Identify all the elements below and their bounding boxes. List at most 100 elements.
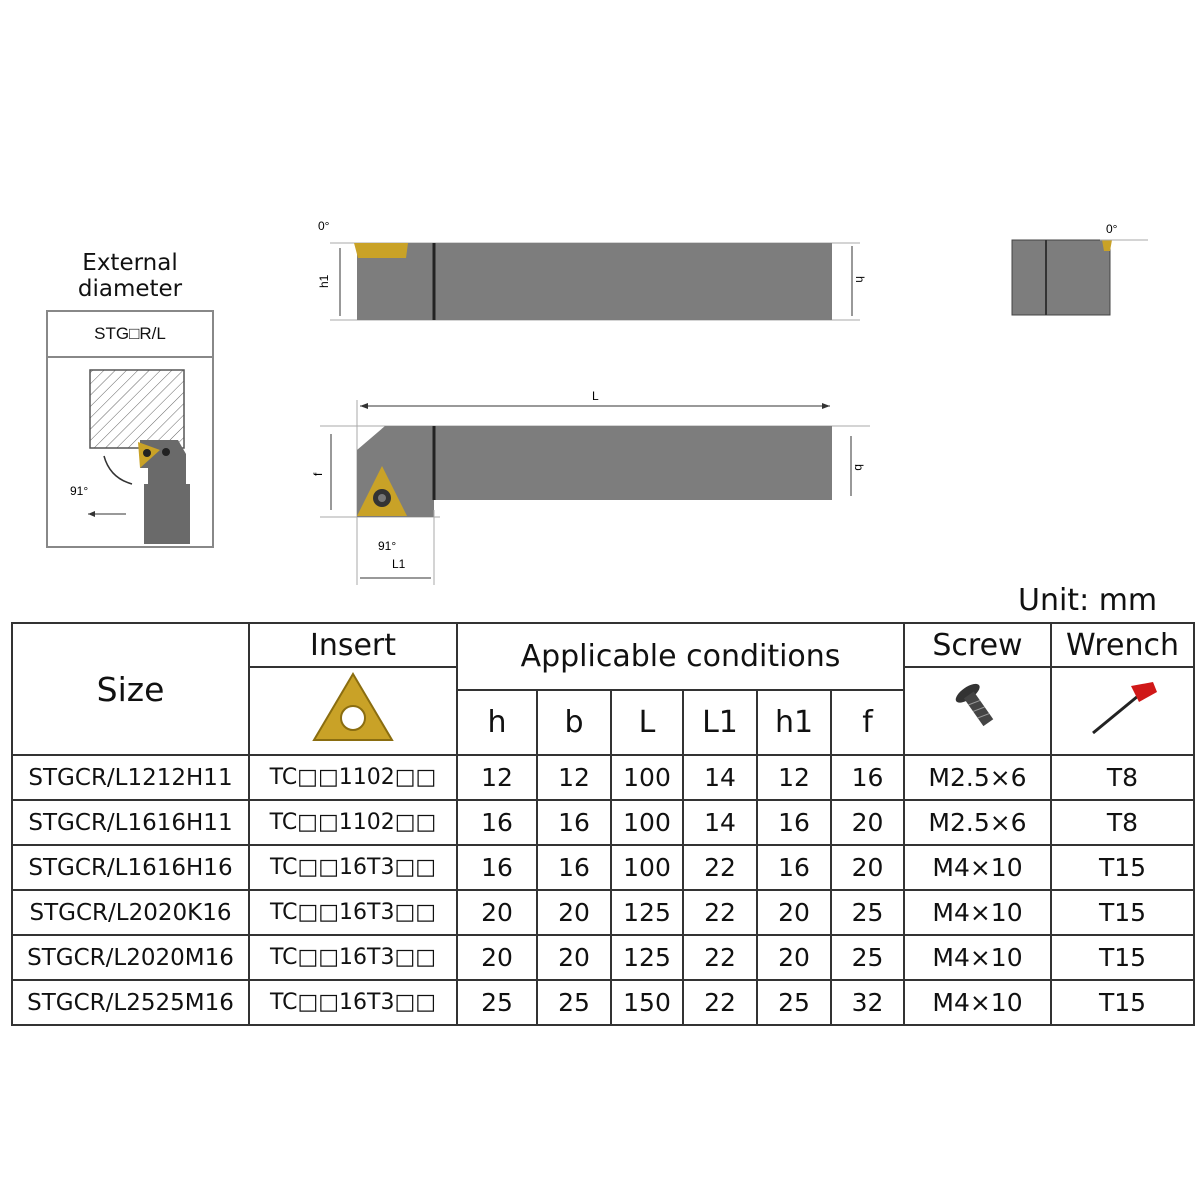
cell-h1: 16 <box>756 799 832 846</box>
cell-size: STGCR/L2525M16 <box>11 979 250 1026</box>
screw-icon-cell <box>903 666 1052 756</box>
holder-side-view <box>357 243 832 320</box>
cell-b: 20 <box>536 889 612 936</box>
cell-size: STGCR/L2020M16 <box>11 934 250 981</box>
cell-h1: 16 <box>756 844 832 891</box>
cell-l1: 22 <box>682 844 758 891</box>
dim-h1: h1 <box>317 274 331 288</box>
cell-insert: TC□□1102□□ <box>248 754 458 801</box>
cell-l: 100 <box>610 754 684 801</box>
cell-size: STGCR/L1616H11 <box>11 799 250 846</box>
cell-l: 150 <box>610 979 684 1026</box>
cell-screw: M4×10 <box>903 844 1052 891</box>
insert-icon-cell <box>248 666 458 756</box>
header-b: b <box>536 689 612 756</box>
spec-table: Size Insert Applicable conditions Screw … <box>11 622 1195 1026</box>
cell-b: 16 <box>536 799 612 846</box>
dim-f: f <box>311 472 325 476</box>
cell-insert: TC□□16T3□□ <box>248 844 458 891</box>
cell-h1: 20 <box>756 889 832 936</box>
cell-b: 16 <box>536 844 612 891</box>
cell-h1: 12 <box>756 754 832 801</box>
holder-end-view: 0° <box>1011 222 1148 316</box>
wrench-icon-cell <box>1050 666 1195 756</box>
cell-h: 25 <box>456 979 538 1026</box>
cell-wrench: T15 <box>1050 979 1195 1026</box>
torx-wrench-icon <box>1091 682 1157 735</box>
header-conditions: Applicable conditions <box>456 622 905 691</box>
cell-insert: TC□□16T3□□ <box>248 979 458 1026</box>
cell-screw: M4×10 <box>903 979 1052 1026</box>
mode-box: STG□R/L 91° <box>46 310 214 548</box>
cell-l1: 14 <box>682 754 758 801</box>
cell-h1: 25 <box>756 979 832 1026</box>
cell-l: 125 <box>610 934 684 981</box>
dim-h: h <box>853 276 867 283</box>
cell-wrench: T15 <box>1050 889 1195 936</box>
cell-h1: 20 <box>756 934 832 981</box>
cell-l1: 14 <box>682 799 758 846</box>
cell-h: 20 <box>456 889 538 936</box>
cell-wrench: T8 <box>1050 754 1195 801</box>
cell-screw: M2.5×6 <box>903 799 1052 846</box>
cell-size: STGCR/L2020K16 <box>11 889 250 936</box>
cell-h: 16 <box>456 844 538 891</box>
cell-l1: 22 <box>682 889 758 936</box>
cell-b: 12 <box>536 754 612 801</box>
cell-f: 20 <box>830 799 905 846</box>
cell-h: 16 <box>456 799 538 846</box>
unit-label: Unit: mm <box>1018 583 1158 618</box>
end-angle-label: 0° <box>1106 222 1118 236</box>
cell-l: 100 <box>610 799 684 846</box>
cell-f: 20 <box>830 844 905 891</box>
dim-L: L <box>592 389 599 403</box>
header-l1: L1 <box>682 689 758 756</box>
mode-title: External diameter <box>77 250 183 302</box>
rake-angle-label: 0° <box>318 219 330 233</box>
header-l: L <box>610 689 684 756</box>
cell-wrench: T15 <box>1050 934 1195 981</box>
header-screw: Screw <box>903 622 1052 668</box>
external-turning-illustration: 91° <box>70 369 190 544</box>
cell-b: 20 <box>536 934 612 981</box>
cell-insert: TC□□1102□□ <box>248 799 458 846</box>
triangle-insert-icon <box>312 672 394 741</box>
tool-holder-drawing: 0° h1 h L f b 91° L1 <box>311 219 870 585</box>
cell-b: 25 <box>536 979 612 1026</box>
cell-insert: TC□□16T3□□ <box>248 889 458 936</box>
cell-wrench: T15 <box>1050 844 1195 891</box>
cell-size: STGCR/L1212H11 <box>11 754 250 801</box>
screw-icon <box>955 683 993 727</box>
header-h1: h1 <box>756 689 832 756</box>
cell-insert: TC□□16T3□□ <box>248 934 458 981</box>
header-wrench: Wrench <box>1050 622 1195 668</box>
cell-f: 32 <box>830 979 905 1026</box>
holder-top-view <box>357 426 832 517</box>
cell-screw: M4×10 <box>903 934 1052 981</box>
mode-code: STG□R/L <box>48 312 212 358</box>
cell-wrench: T8 <box>1050 799 1195 846</box>
cell-l1: 22 <box>682 934 758 981</box>
dim-b: b <box>852 464 866 471</box>
header-size: Size <box>11 622 250 756</box>
cell-h: 20 <box>456 934 538 981</box>
cell-f: 25 <box>830 934 905 981</box>
cell-l1: 22 <box>682 979 758 1026</box>
dim-L1: L1 <box>392 557 406 571</box>
dim-angle: 91° <box>378 539 396 553</box>
cell-f: 25 <box>830 889 905 936</box>
cell-h: 12 <box>456 754 538 801</box>
cell-l: 125 <box>610 889 684 936</box>
cell-size: STGCR/L1616H16 <box>11 844 250 891</box>
header-h: h <box>456 689 538 756</box>
cell-screw: M4×10 <box>903 889 1052 936</box>
approach-angle-label: 91° <box>70 484 88 498</box>
cell-screw: M2.5×6 <box>903 754 1052 801</box>
